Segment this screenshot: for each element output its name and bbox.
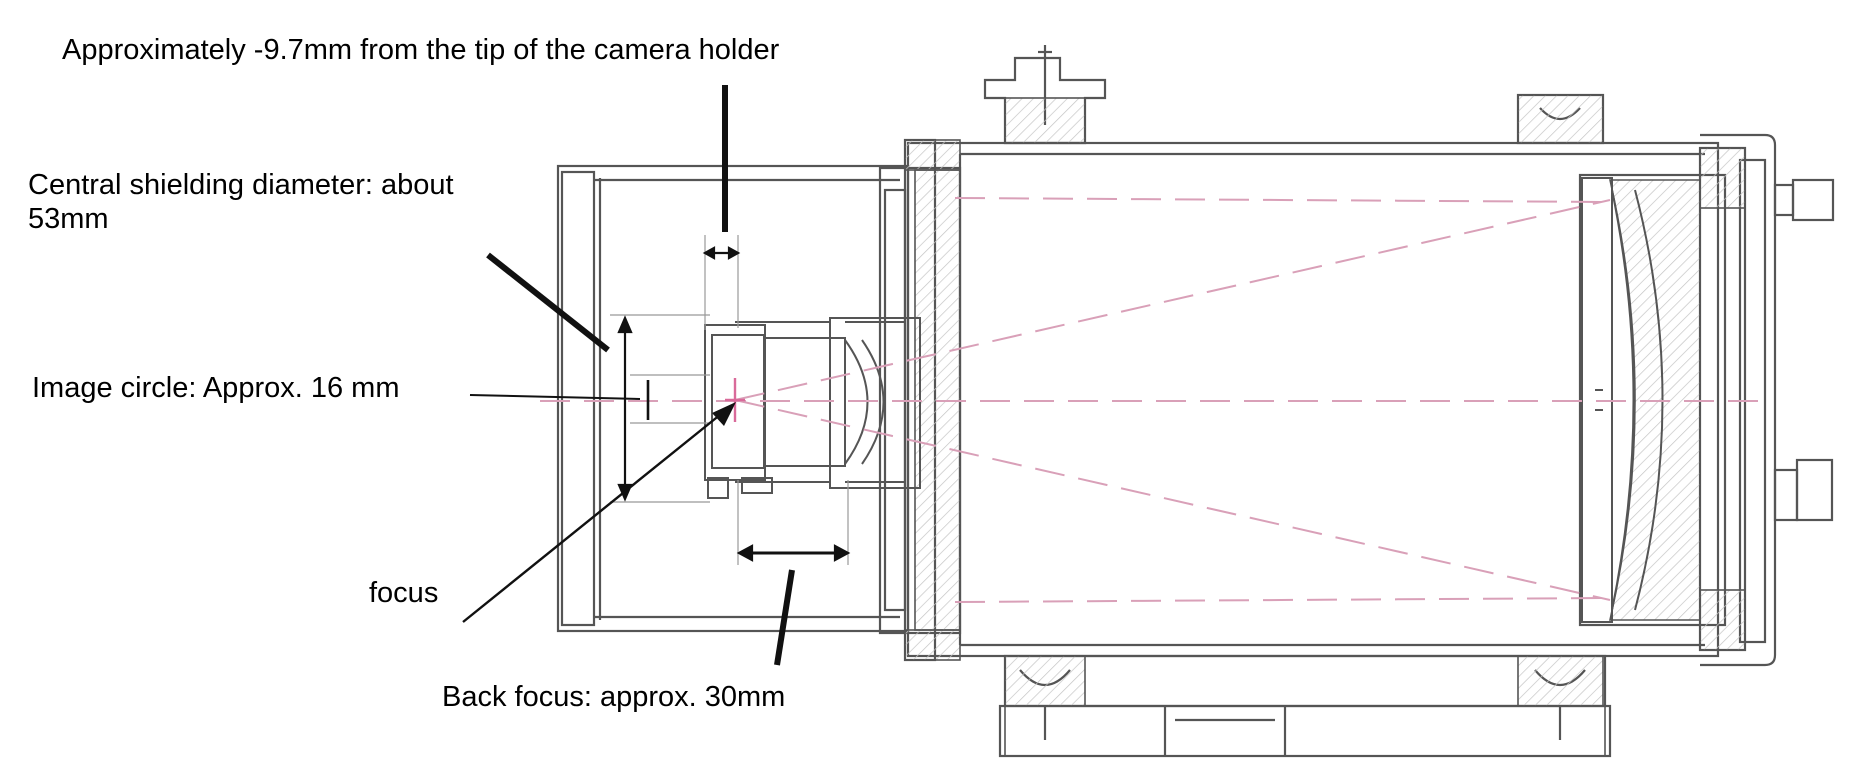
central-shielding-leader bbox=[486, 252, 610, 353]
back-focus-label: Back focus: approx. 30mm bbox=[442, 681, 786, 713]
central-shielding-label-line2: 53mm bbox=[28, 203, 109, 235]
leader-lines bbox=[462, 85, 795, 666]
image-circle-label: Image circle: Approx. 16 mm bbox=[32, 372, 400, 404]
camera-adapter bbox=[704, 317, 921, 499]
dimension-extension-lines bbox=[610, 235, 849, 565]
central-shielding-label-line1: Central shielding diameter: about bbox=[28, 169, 454, 201]
image-circle-leader bbox=[469, 394, 641, 400]
focus-arrowhead bbox=[712, 402, 736, 426]
dimension-arrows bbox=[617, 246, 851, 562]
focus-point-marker bbox=[725, 378, 745, 422]
central-shielding-label: Central shielding diameter: about 53mm bbox=[28, 168, 454, 236]
back-focus-leader bbox=[774, 569, 795, 666]
focus-leader bbox=[462, 409, 727, 623]
optical-ray-paths bbox=[540, 197, 1762, 603]
focus-label: focus bbox=[369, 577, 439, 609]
tip-offset-label: Approximately -9.7mm from the tip of the… bbox=[62, 34, 780, 66]
